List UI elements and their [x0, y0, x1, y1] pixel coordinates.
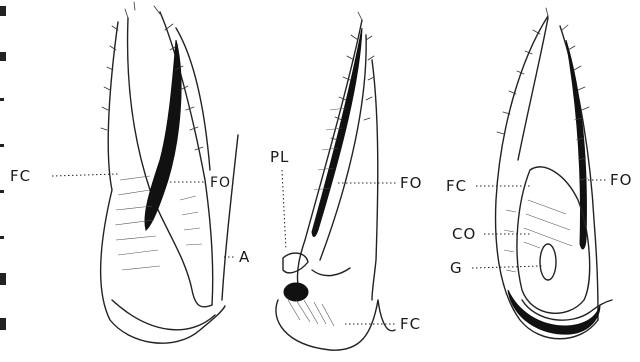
left-hairs: [101, 2, 203, 150]
right-grain: [517, 167, 590, 313]
edge-mark: [0, 98, 4, 101]
figure-right: FC FO CO G: [446, 8, 632, 339]
middle-base-inner: [312, 268, 350, 276]
middle-sheath: [283, 253, 308, 273]
right-left-bract-inner: [518, 18, 548, 160]
edge-mark: [0, 318, 6, 330]
middle-dark-stripe: [312, 28, 362, 236]
label-fo-right: FO: [610, 171, 632, 189]
figure-left: FC FO A: [10, 2, 250, 343]
g-leader: [472, 266, 542, 268]
right-embryo: [540, 244, 556, 280]
middle-base: [276, 300, 395, 350]
edge-mark: [0, 144, 4, 147]
label-fc-right: FC: [446, 177, 467, 195]
left-dark-blade: [145, 40, 181, 230]
middle-right-bract: [372, 60, 378, 300]
label-fo-left: FO: [210, 175, 231, 191]
middle-dark-node: [284, 283, 308, 301]
figure-middle: PL FO FC: [270, 12, 422, 350]
left-base: [112, 300, 215, 330]
label-fc-middle: FC: [400, 315, 421, 333]
label-fc-left: FC: [10, 167, 31, 185]
left-axis-line: [222, 135, 238, 300]
right-hairs: [497, 8, 589, 134]
pl-leader: [282, 170, 286, 250]
edge-mark: [0, 190, 4, 193]
right-right-bract: [560, 26, 598, 320]
label-fo-middle: FO: [400, 174, 422, 192]
edge-mark: [0, 273, 6, 285]
left-edge-marks: [0, 6, 6, 330]
fc-left-leader: [52, 174, 118, 176]
edge-mark: [0, 6, 6, 16]
label-co: CO: [452, 225, 476, 243]
edge-mark: [0, 52, 6, 61]
edge-mark: [0, 236, 4, 239]
label-pl: PL: [270, 148, 289, 166]
label-a: A: [239, 248, 250, 266]
middle-bract-inner: [320, 35, 366, 260]
label-g: G: [450, 259, 463, 277]
